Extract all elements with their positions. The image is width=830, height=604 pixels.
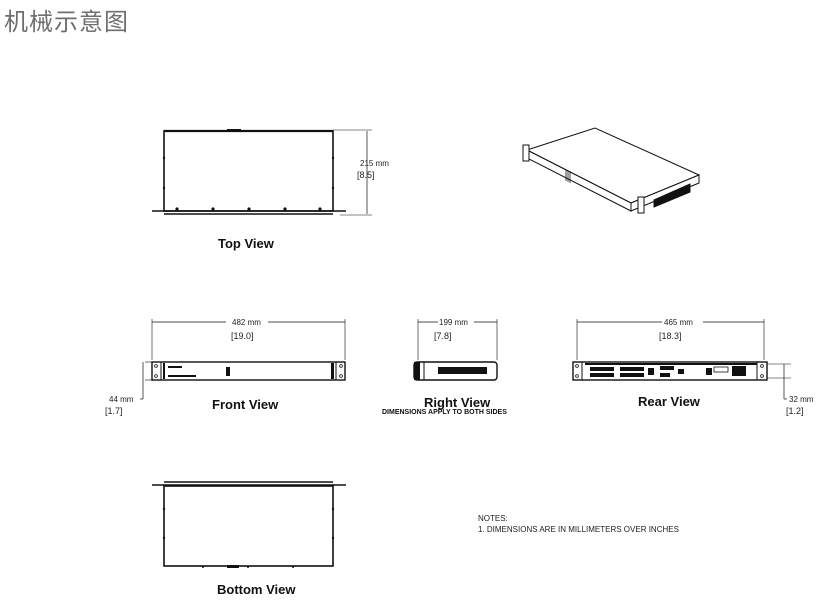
right-view-note: DIMENSIONS APPLY TO BOTH SIDES: [382, 409, 507, 416]
page-title: 机械示意图: [4, 8, 129, 36]
front-view-label: Front View: [212, 397, 279, 412]
front-view-height-mm: 44 mm: [109, 395, 134, 404]
rear-view-drawing: [572, 319, 791, 400]
notes-block: NOTES: 1. DIMENSIONS ARE IN MILLIMETERS …: [478, 513, 679, 535]
rear-view-width-mm: 465 mm: [664, 318, 693, 327]
front-view-width-mm: 482 mm: [232, 318, 261, 327]
right-view-depth-mm: 199 mm: [439, 318, 468, 327]
top-view-height-mm: 215 mm: [360, 159, 389, 168]
rear-view-height-mm: 32 mm: [789, 395, 814, 404]
right-view-label: Right View: [424, 395, 491, 410]
right-view-drawing: [413, 319, 498, 381]
rear-view-width-in: [18.3]: [659, 331, 682, 341]
notes-heading: NOTES:: [478, 514, 508, 523]
front-view-width-in: [19.0]: [231, 331, 254, 341]
rear-view-height-in: [1.2]: [786, 406, 804, 416]
note-item: 1. DIMENSIONS ARE IN MILLIMETERS OVER IN…: [478, 525, 679, 534]
isometric-view-drawing: [522, 127, 701, 214]
bottom-view-label: Bottom View: [217, 582, 296, 597]
top-view-label: Top View: [218, 236, 274, 251]
right-view-depth-in: [7.8]: [434, 331, 452, 341]
top-view-drawing: [152, 129, 372, 216]
bottom-view-drawing: [152, 481, 346, 568]
front-view-height-in: [1.7]: [105, 406, 123, 416]
rear-view-label: Rear View: [638, 394, 700, 409]
front-view-drawing: [140, 319, 346, 400]
top-view-height-in: [8.5]: [357, 170, 375, 180]
